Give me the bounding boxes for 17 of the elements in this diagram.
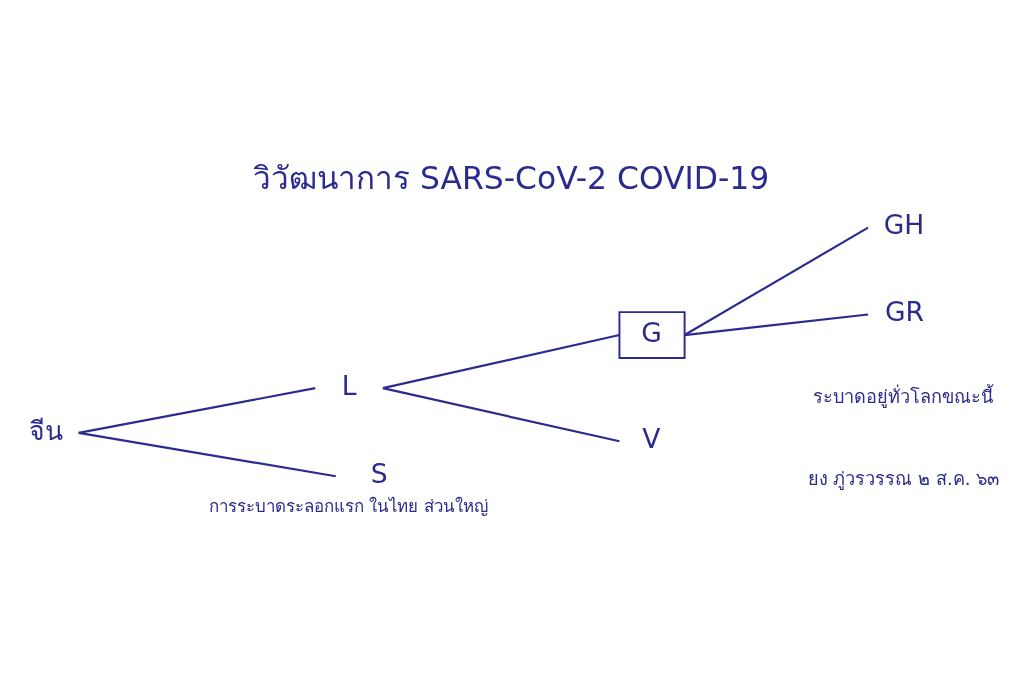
node-text: GR — [884, 295, 925, 327]
label: ระบาดอยู่ทั่วโลกขณะนี้ — [813, 385, 994, 407]
connector — [684, 312, 869, 336]
node-text: V — [642, 422, 661, 454]
connector — [382, 333, 620, 389]
node-text: GH — [883, 208, 925, 240]
node-box: G — [618, 310, 686, 359]
node-label: การระบาดระลอกแรก ในไทย ส่วนใหญ่ — [209, 495, 488, 516]
node-text: จีน — [29, 414, 64, 446]
connector — [78, 431, 336, 477]
connector — [382, 386, 620, 442]
diagram-title: วิวัฒนาการ SARS-CoV-2 COVID-19 — [253, 159, 770, 196]
node-text: S — [370, 457, 388, 489]
label: ยง ภู่วรวรรณ ๒ ส.ค. ๖๓ — [807, 467, 1000, 489]
connector — [684, 226, 869, 336]
node-text: L — [341, 369, 357, 401]
connector — [78, 386, 316, 434]
